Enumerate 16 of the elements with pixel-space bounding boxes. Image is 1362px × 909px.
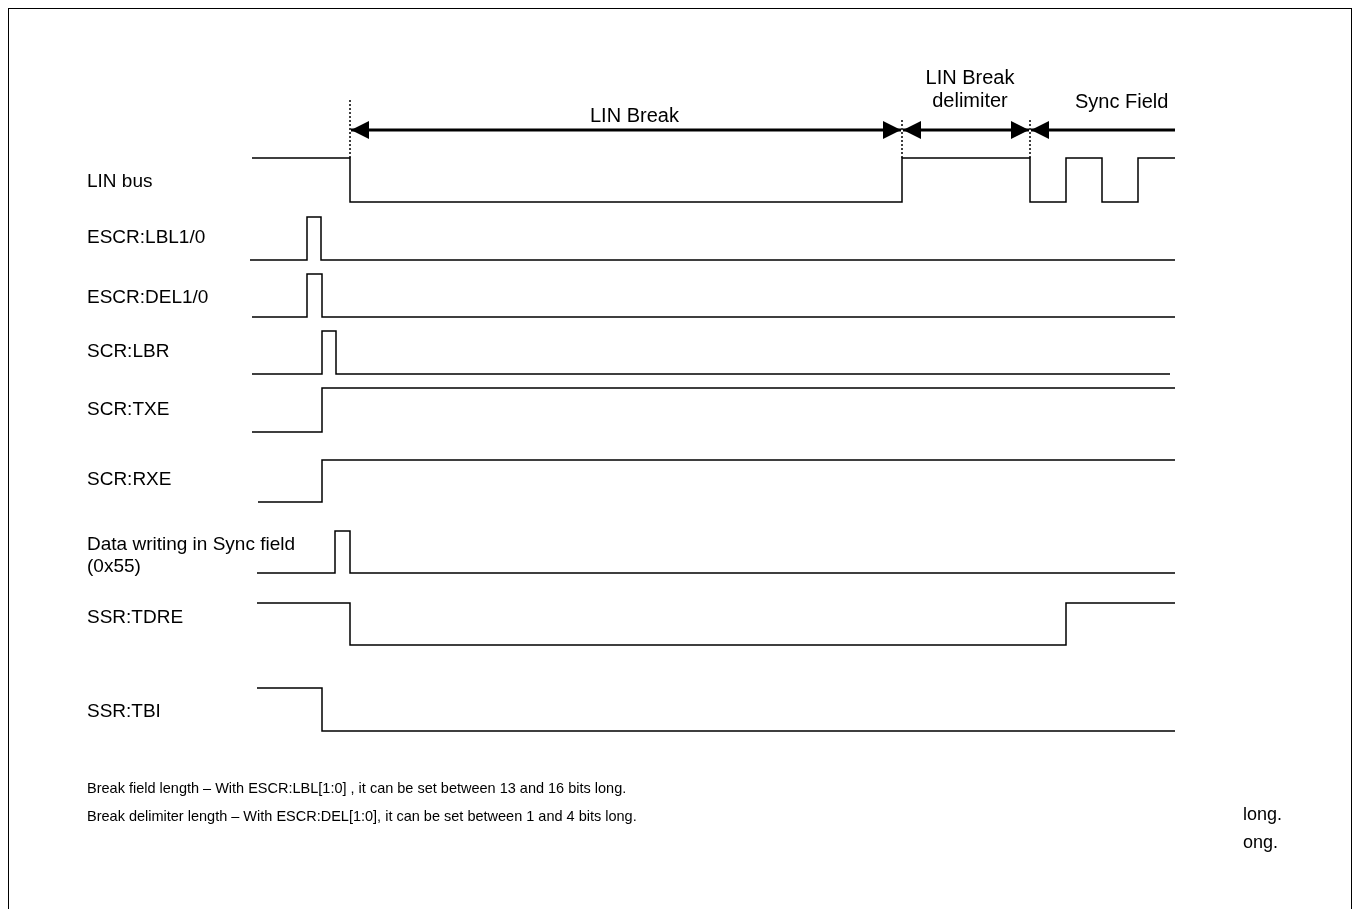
note-text: long. — [1243, 804, 1283, 825]
note-text: Break delimiter length – With ESCR:DEL[1:0], it can be set between 1 and 4 bits long. — [87, 808, 637, 825]
note-text: Break field length – With ESCR:LBL[1:0] , it can be set between 13 and 16 bits long. — [87, 780, 627, 797]
dimension-label: Sync Field — [1075, 90, 1169, 113]
note-text: ong. — [1243, 832, 1279, 853]
signal-name: LIN bus — [87, 170, 153, 192]
signal-name: SSR:TBI — [87, 700, 161, 722]
signal-name: SCR:RXE — [87, 468, 172, 490]
signal-name: ESCR:LBL1/0 — [87, 226, 206, 248]
signal-name: Data writing in Sync field (0x55) — [87, 533, 297, 577]
signal-name: SCR:LBR — [87, 340, 170, 362]
dimension-label: LIN Break delimiter — [924, 66, 1016, 112]
dimension-label: LIN Break — [590, 104, 679, 127]
signal-name: SSR:TDRE — [87, 606, 184, 628]
signal-name: SCR:TXE — [87, 398, 170, 420]
signal-name: ESCR:DEL1/0 — [87, 286, 209, 308]
